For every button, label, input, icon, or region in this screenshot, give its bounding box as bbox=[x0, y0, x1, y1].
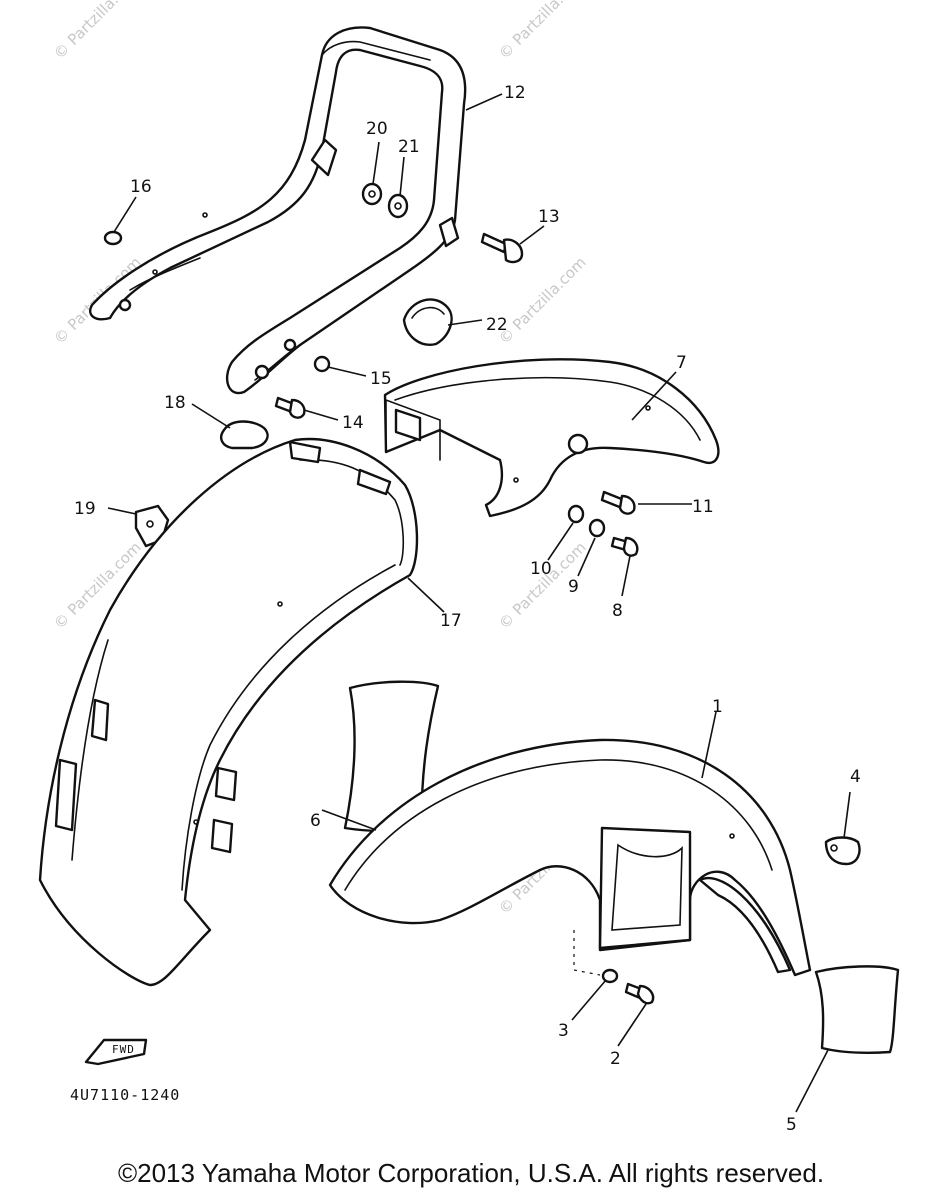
part-11-bolt bbox=[600, 490, 636, 515]
callout-16: 16 bbox=[130, 177, 152, 197]
part-1-front-fender bbox=[328, 738, 812, 977]
part-15-nut bbox=[313, 355, 331, 373]
callout-4: 4 bbox=[850, 767, 861, 787]
callout-labels: 12 20 21 16 13 22 15 14 18 7 11 19 10 9 … bbox=[74, 83, 861, 1135]
callout-21: 21 bbox=[398, 137, 420, 157]
callout-14: 14 bbox=[342, 413, 364, 433]
callout-18: 18 bbox=[164, 393, 186, 413]
callout-7: 7 bbox=[676, 353, 687, 373]
part-10-washer bbox=[567, 504, 585, 524]
part-7-rear-fender-flap bbox=[383, 358, 720, 518]
part-8-bolt bbox=[610, 536, 639, 557]
part-21-nut bbox=[387, 193, 409, 219]
part-5-pad bbox=[814, 965, 900, 1054]
callout-10: 10 bbox=[530, 559, 552, 579]
part-18-reflector bbox=[220, 420, 269, 450]
part-14-bolt bbox=[274, 396, 306, 419]
callout-9: 9 bbox=[568, 577, 579, 597]
callout-6: 6 bbox=[310, 811, 321, 831]
copyright-notice: ©2013 Yamaha Motor Corporation, U.S.A. A… bbox=[117, 1158, 825, 1188]
callout-20: 20 bbox=[366, 119, 388, 139]
callout-3: 3 bbox=[558, 1021, 569, 1041]
callout-22: 22 bbox=[486, 315, 508, 335]
part-16-nut bbox=[103, 230, 123, 246]
watermark-text: © Partzilla.com bbox=[495, 253, 590, 348]
part-20-washer bbox=[361, 182, 383, 206]
callout-8: 8 bbox=[612, 601, 623, 621]
callout-17: 17 bbox=[440, 611, 462, 631]
fwd-arrow-tag: FWD bbox=[84, 1038, 148, 1066]
part-17-rear-fender bbox=[38, 437, 419, 987]
watermark-text: © Partzilla.com bbox=[50, 0, 145, 63]
part-3-washer bbox=[601, 968, 619, 984]
part-12-grab-bar bbox=[89, 26, 467, 395]
part-9-nut bbox=[588, 518, 606, 538]
callout-12: 12 bbox=[504, 83, 526, 103]
callout-15: 15 bbox=[370, 369, 392, 389]
fwd-label: FWD bbox=[112, 1043, 135, 1056]
drawing-code: 4U7110-1240 bbox=[70, 1086, 180, 1104]
watermark-text: © Partzilla.com bbox=[495, 0, 590, 63]
callout-1: 1 bbox=[712, 697, 723, 717]
callout-13: 13 bbox=[538, 207, 560, 227]
part-4-clamp bbox=[824, 836, 861, 866]
callout-11: 11 bbox=[692, 497, 714, 517]
part-2-bolt bbox=[624, 982, 655, 1005]
callout-19: 19 bbox=[74, 499, 96, 519]
part-22-clip bbox=[402, 298, 453, 346]
callout-5: 5 bbox=[786, 1115, 797, 1135]
part-13-bolt bbox=[480, 232, 524, 264]
callout-2: 2 bbox=[610, 1049, 621, 1069]
leader-lines bbox=[107, 93, 851, 1113]
